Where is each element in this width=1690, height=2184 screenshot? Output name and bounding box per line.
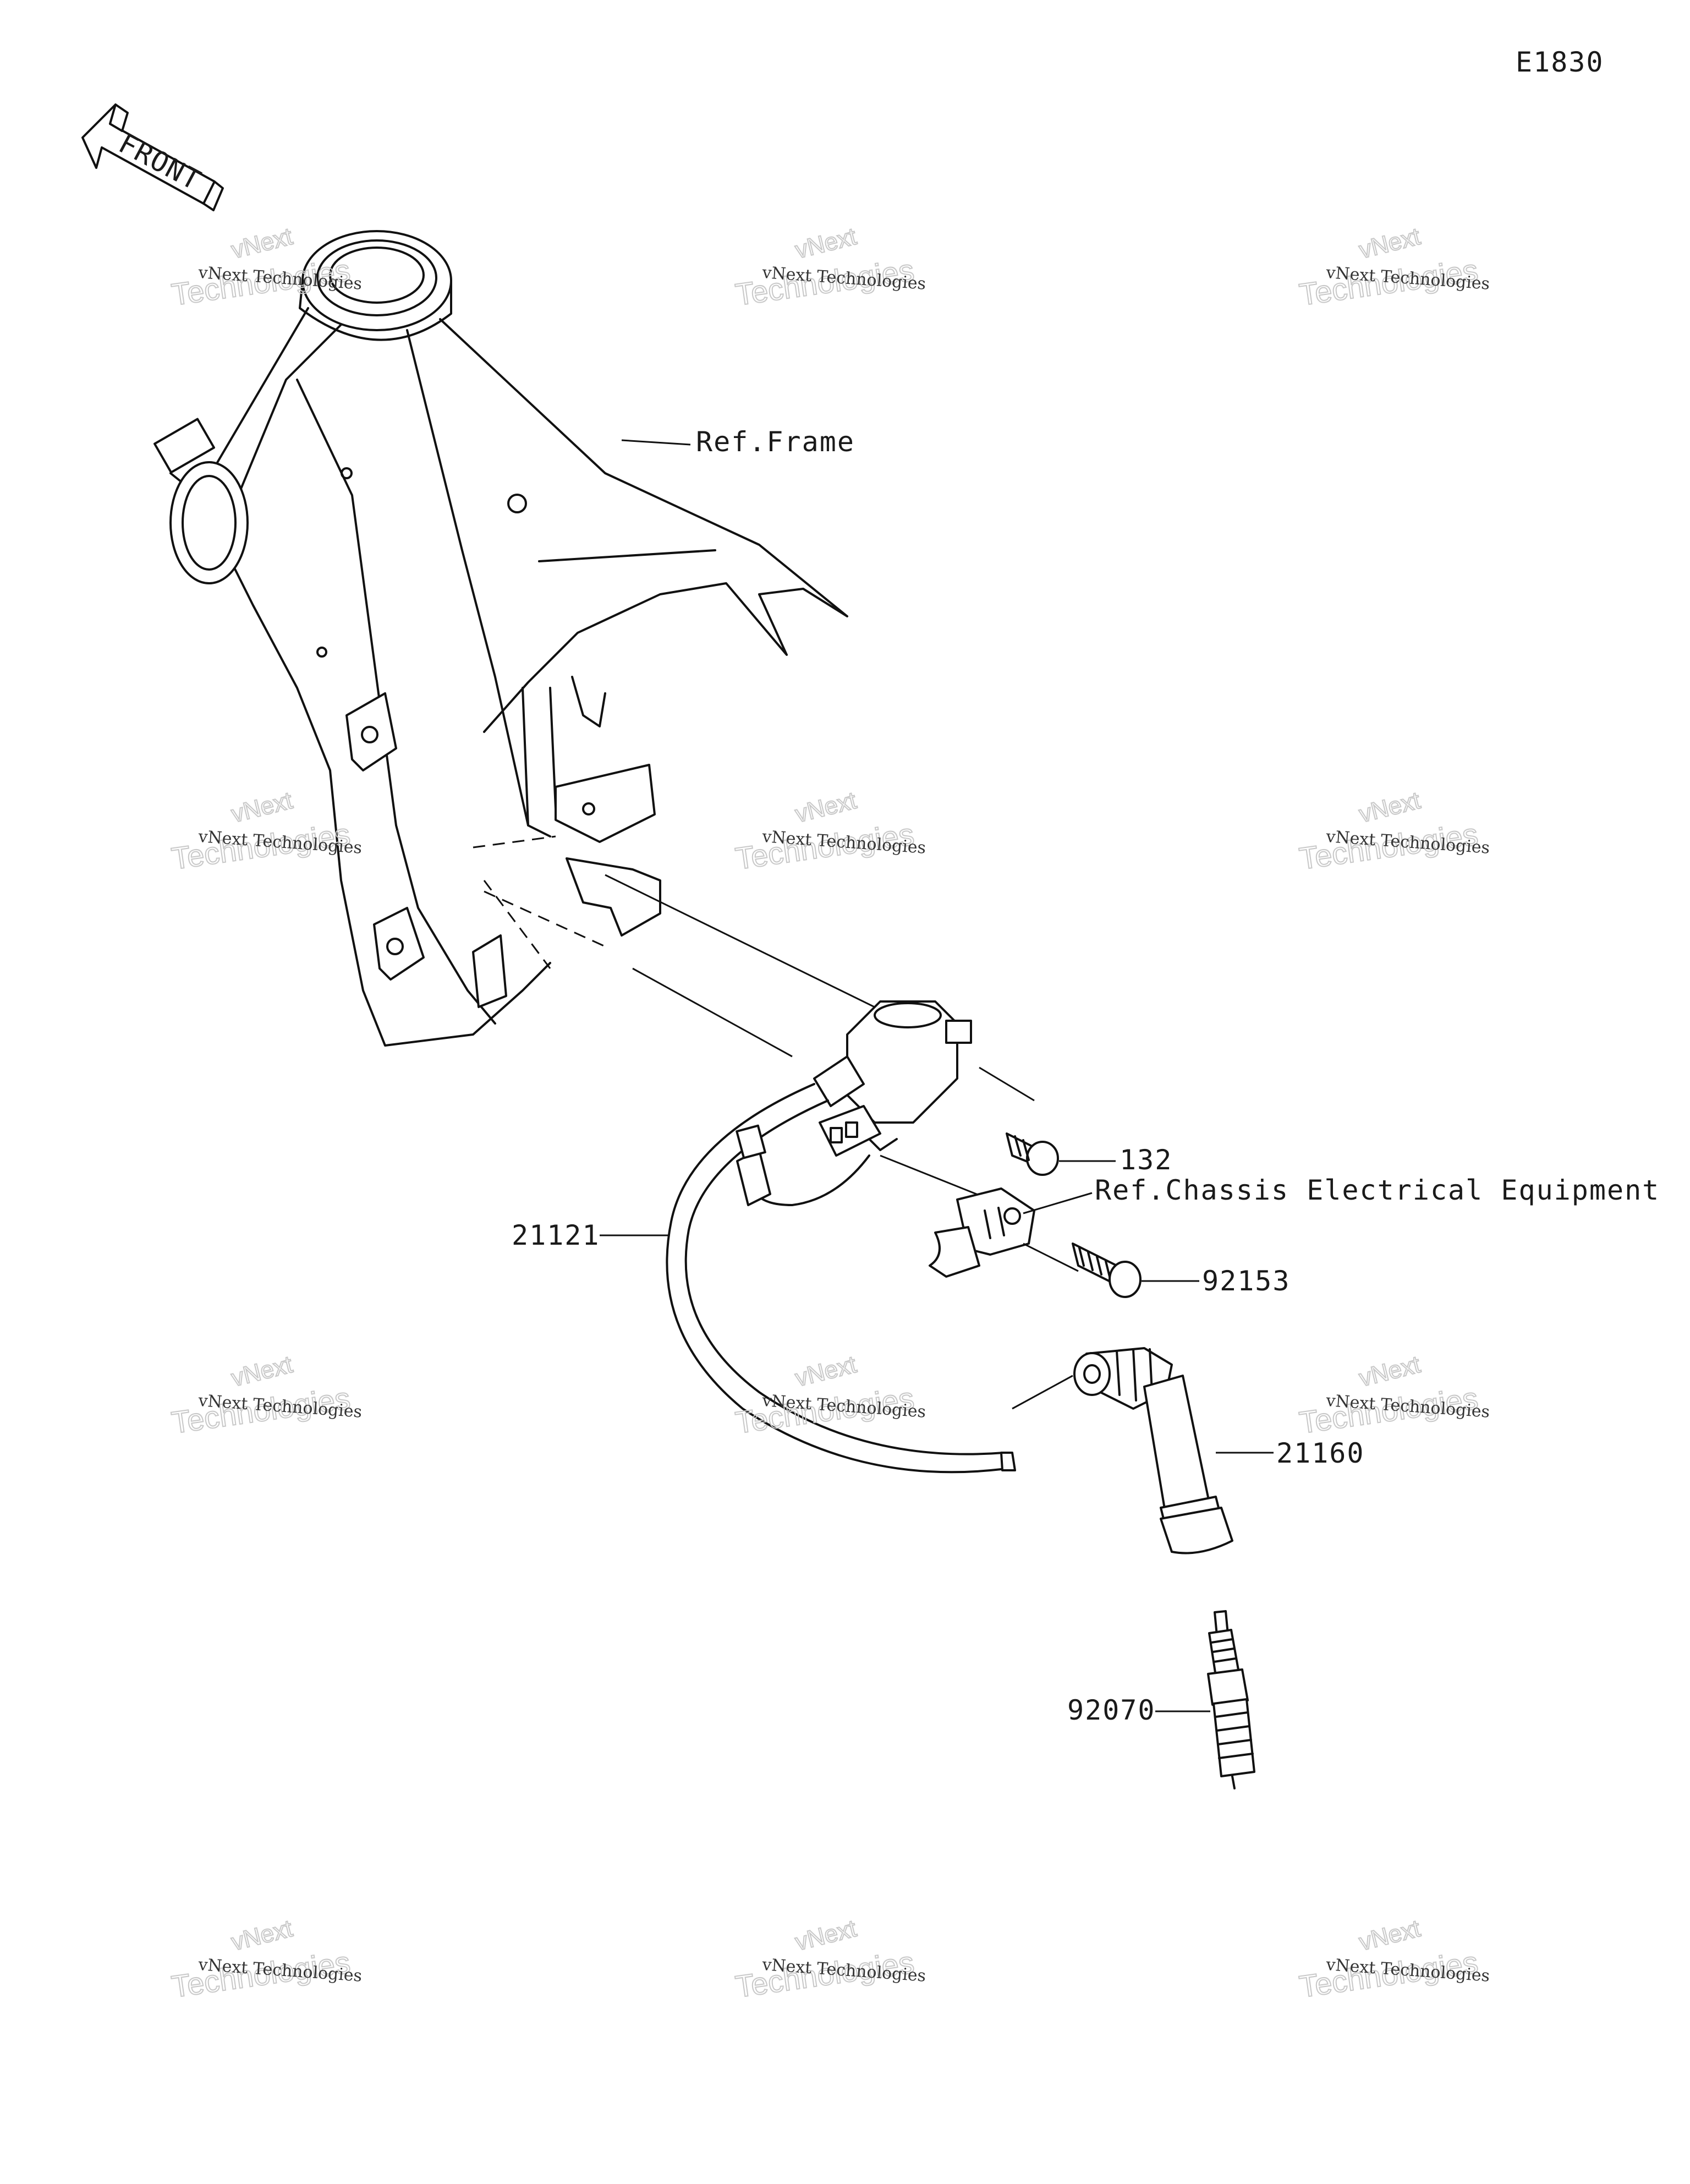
ht-lead [666, 1083, 1016, 1474]
watermark-vnext: vNext [1357, 787, 1423, 828]
spark-plug-92070 [1207, 1610, 1255, 1789]
p21160-label: 21160 [1276, 1437, 1365, 1469]
p132-label: 132 [1120, 1144, 1172, 1176]
frame-drawing [153, 230, 886, 1058]
watermark-vnext: vNext [229, 223, 295, 264]
ref-chassis-label: Ref.Chassis Electrical Equipment [1095, 1174, 1660, 1206]
ref-frame-leader [621, 439, 691, 446]
watermark-vnext: vNext [793, 1915, 859, 1956]
lead-to-cap-leader [1012, 1375, 1073, 1410]
chassis-bracket [929, 1187, 1035, 1278]
watermark-vnext: vNext [793, 1351, 859, 1392]
watermark-vnext: vNext [793, 787, 859, 828]
watermark-vnext: vNext [793, 223, 859, 264]
watermark-vnext: vNext [229, 1915, 295, 1956]
watermark-vnext: vNext [229, 787, 295, 828]
p92070-label: 92070 [1067, 1694, 1156, 1726]
watermark-vnext: vNext [1357, 1351, 1423, 1392]
front-label: FRONT [113, 127, 206, 197]
front-arrow-icon: FRONT [81, 103, 224, 211]
ref-frame-label: Ref.Frame [696, 426, 855, 458]
ignition-coil [813, 1000, 972, 1157]
watermark-vnext: vNext [229, 1351, 295, 1392]
ref-chassis-leader [1023, 1192, 1093, 1214]
watermark-vnext: vNext [1357, 223, 1423, 264]
plug-cap-21160 [1073, 1347, 1233, 1554]
p21121-label: 21121 [512, 1219, 600, 1251]
diagram-code: E1830 [1516, 46, 1604, 78]
p92153-label: 92153 [1202, 1265, 1291, 1297]
watermark-vnext: vNext [1357, 1915, 1423, 1956]
bolt-132 [979, 1066, 1059, 1176]
primary-wire [736, 1124, 991, 1206]
bolt-92153 [1023, 1242, 1142, 1298]
